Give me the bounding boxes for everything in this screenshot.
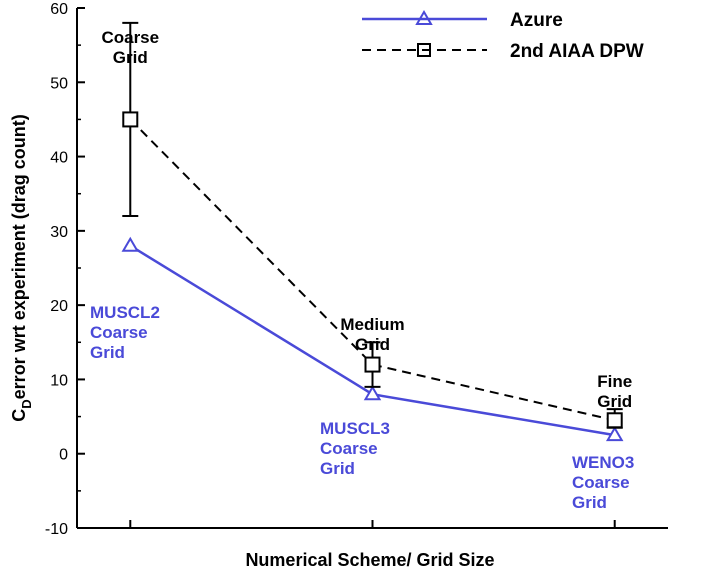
y-tick-label: 30 bbox=[50, 224, 68, 241]
data-point-dpw bbox=[606, 412, 623, 429]
data-point-azure bbox=[605, 426, 624, 442]
annotation-weno3-line: Grid bbox=[572, 493, 607, 512]
series-line-dpw bbox=[129, 118, 615, 422]
annotation-weno3-line: Coarse bbox=[572, 473, 630, 492]
y-tick-label: 40 bbox=[50, 150, 68, 167]
annotation-muscl2-line: Grid bbox=[90, 343, 125, 362]
y-axis-title-rest: error wrt experiment (drag count) bbox=[9, 114, 29, 399]
y-axis-title: CDerror wrt experiment (drag count) bbox=[9, 114, 34, 421]
y-axis-title-sub: D bbox=[19, 399, 34, 408]
annotation-fine-grid-line: Fine bbox=[597, 372, 632, 391]
legend-marker-dpw bbox=[417, 43, 431, 57]
legend-marker-azure bbox=[415, 10, 433, 25]
annotation-muscl2-line: Coarse bbox=[90, 323, 148, 342]
y-tick-label: 50 bbox=[50, 75, 68, 92]
legend-label-azure: Azure bbox=[510, 10, 563, 31]
annotation-weno3-line: WENO3 bbox=[572, 453, 634, 472]
annotation-medium-grid-line: Grid bbox=[355, 335, 390, 354]
y-axis-title-main: C bbox=[9, 409, 29, 422]
annotation-fine-grid-line: Grid bbox=[597, 392, 632, 411]
y-tick-label: 20 bbox=[50, 298, 68, 315]
x-ticks bbox=[129, 520, 616, 528]
annotation-coarse-grid-line: Grid bbox=[113, 48, 148, 67]
y-tick-label: -10 bbox=[45, 521, 68, 538]
legend-label-dpw: 2nd AIAA DPW bbox=[510, 41, 644, 62]
series-layer bbox=[121, 21, 624, 442]
x-axis-title: Numerical Scheme/ Grid Size bbox=[245, 550, 494, 570]
y-tick-label: 60 bbox=[50, 1, 68, 18]
annotation-muscl3-line: MUSCL3 bbox=[320, 419, 390, 438]
annotation-muscl3-line: Grid bbox=[320, 459, 355, 478]
legend: Azure 2nd AIAA DPW bbox=[362, 10, 644, 62]
data-point-azure bbox=[363, 385, 382, 401]
data-point-dpw bbox=[122, 111, 139, 128]
annotation-medium-grid-line: Medium bbox=[340, 315, 404, 334]
annotation-muscl2-line: MUSCL2 bbox=[90, 303, 160, 322]
y-ticks: -10 0 10 20 30 40 50 60 bbox=[45, 1, 85, 538]
annotation-muscl3-line: Coarse bbox=[320, 439, 378, 458]
y-tick-label: 10 bbox=[50, 372, 68, 389]
annotation-coarse-grid-line: Coarse bbox=[101, 28, 159, 47]
data-point-dpw bbox=[364, 356, 381, 373]
data-point-azure bbox=[121, 236, 140, 252]
y-tick-label: 0 bbox=[59, 447, 68, 464]
